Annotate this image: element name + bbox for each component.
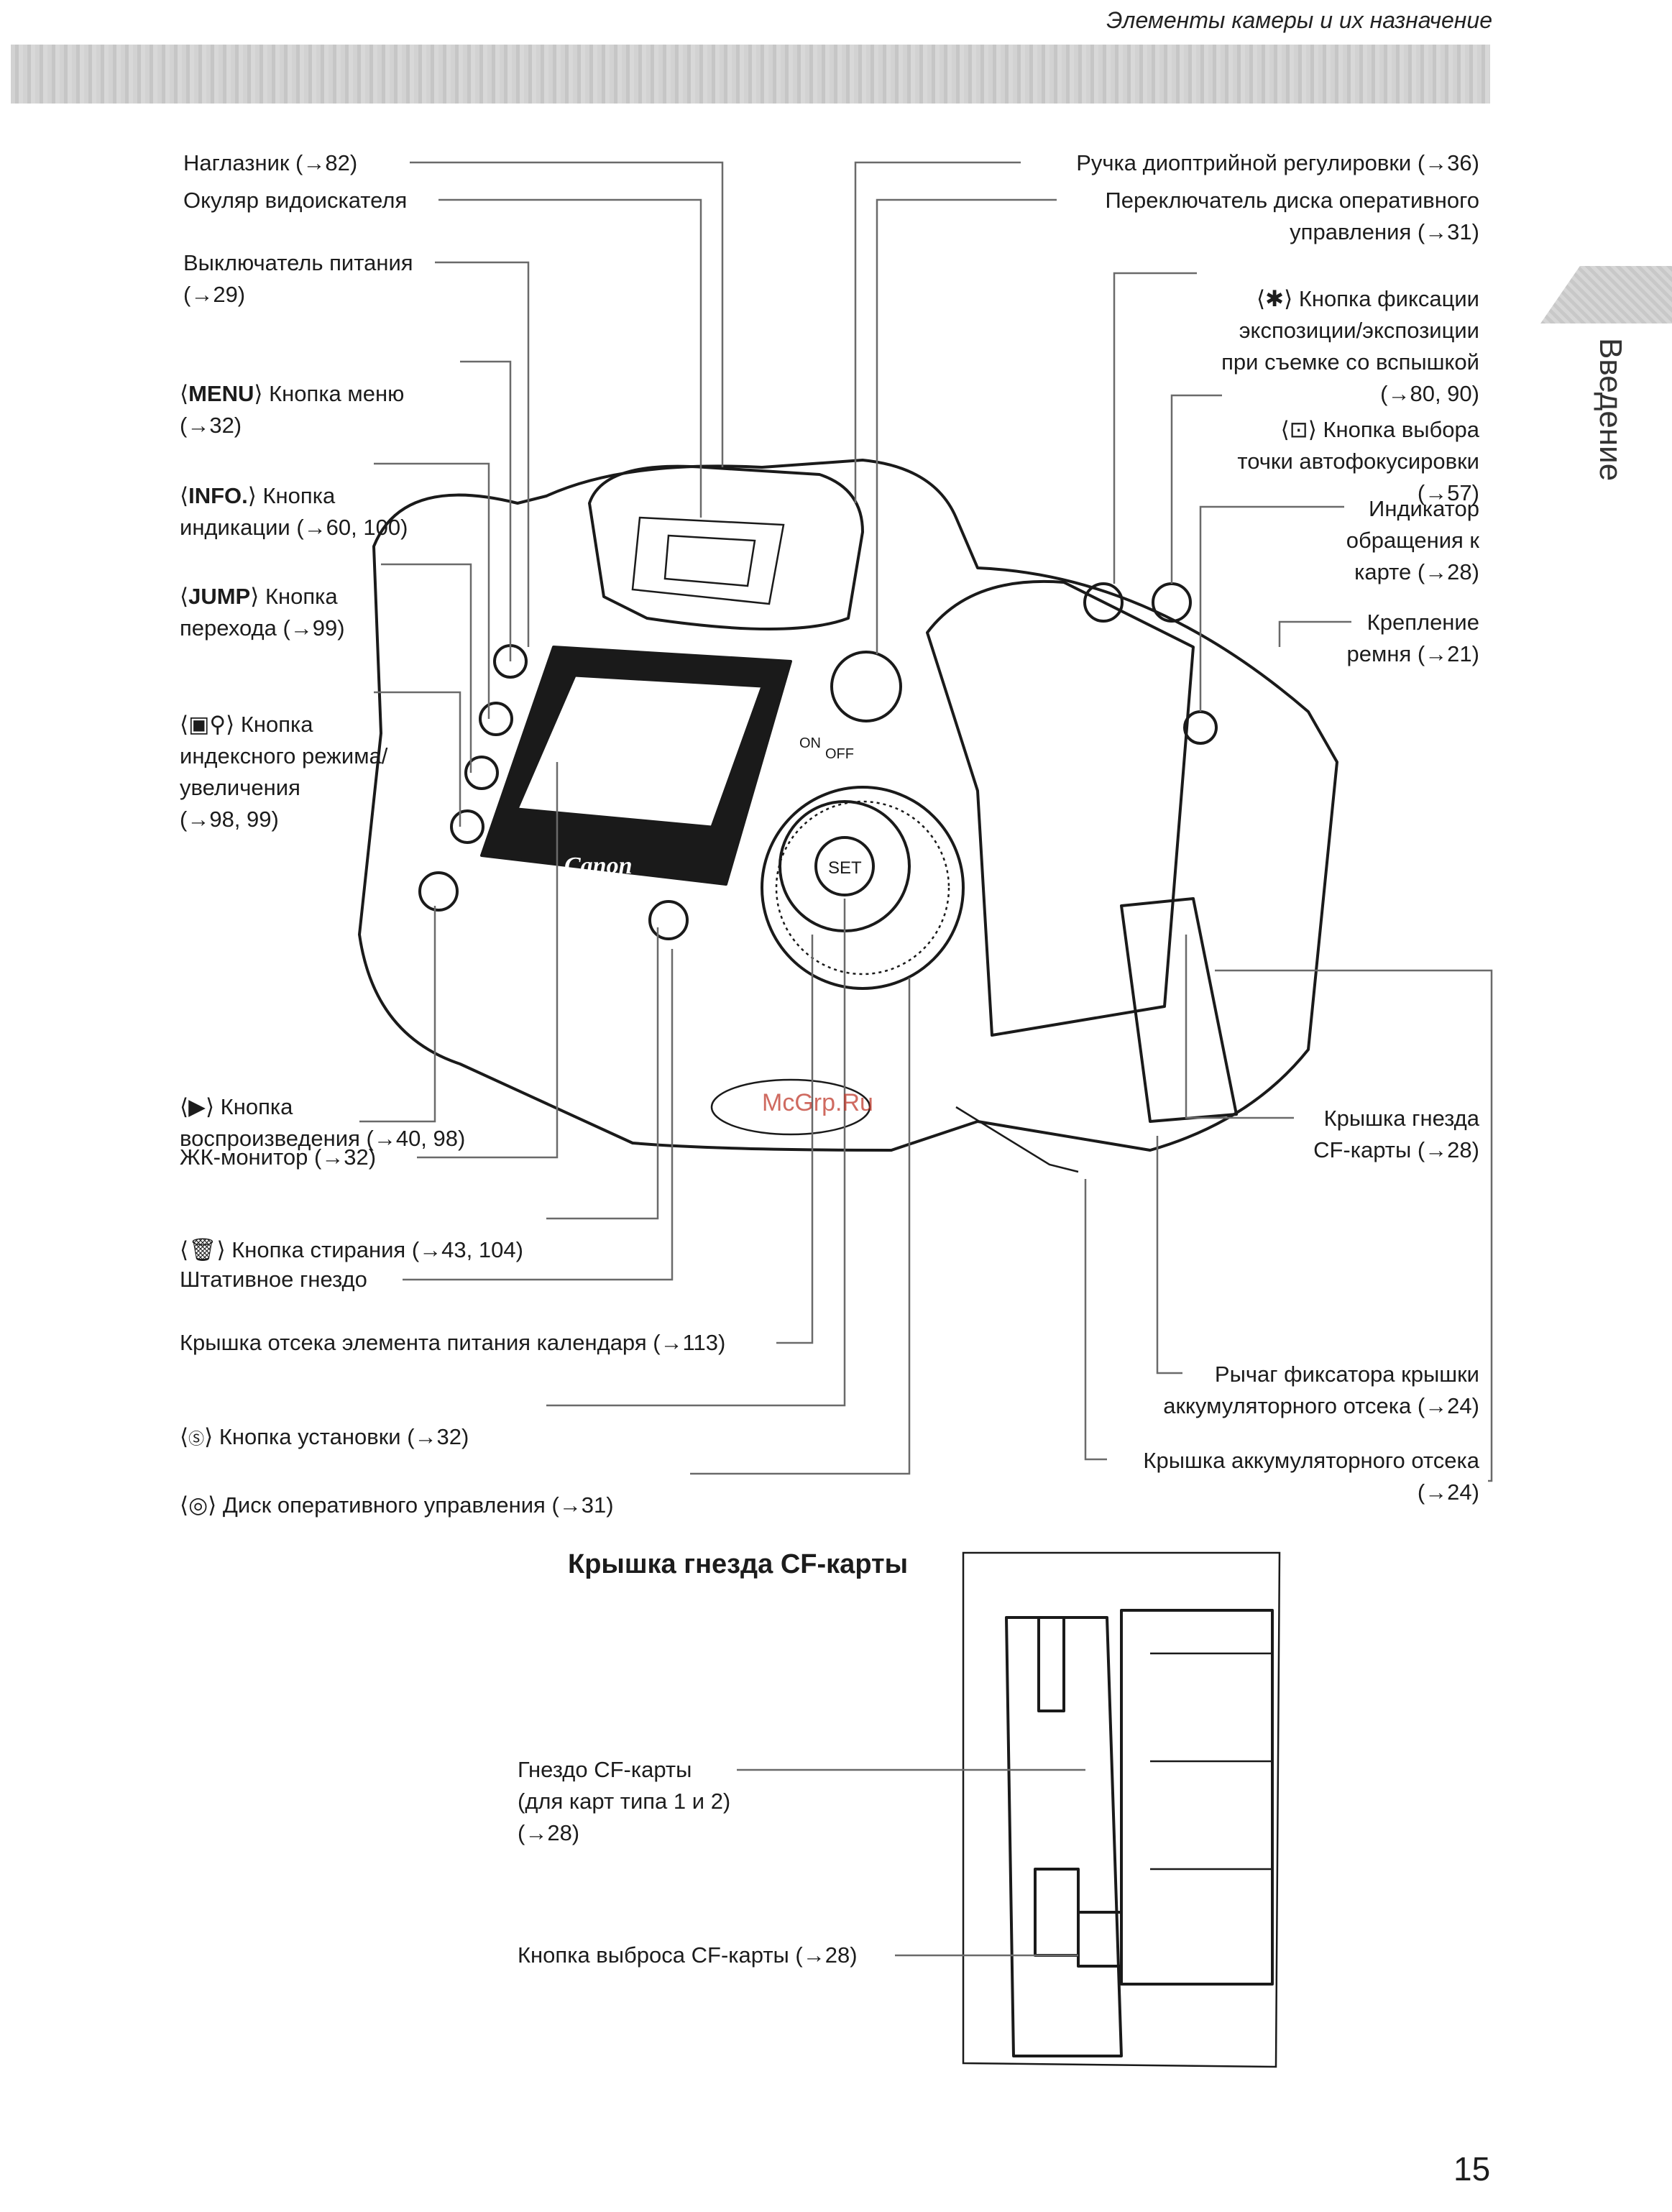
jump-desc: Кнопка перехода (→99) <box>180 584 345 641</box>
play-icon: ▶ <box>188 1094 206 1120</box>
af-point-desc: Кнопка выбора точки автофокусировки (→57… <box>1237 417 1479 505</box>
dial-desc: Диск оперативного управления (→31) <box>222 1492 614 1518</box>
label-power-switch: Выключатель питания (→29) <box>183 250 413 307</box>
label-erase-button: ⟨🗑⟩ Кнопка стирания (→43, 104) <box>180 1237 523 1263</box>
trash-icon: 🗑 <box>188 1237 217 1263</box>
label-eyepiece: Окуляр видоискателя <box>183 188 408 213</box>
ae-lock-desc: Кнопка фиксации экспозиции/экспозиции пр… <box>1221 286 1479 406</box>
label-calendar-battery: Крышка отсека элемента питания календаря… <box>180 1330 726 1355</box>
watermark: McGrp.Ru <box>762 1089 873 1116</box>
running-header: Элементы камеры и их назначение <box>1106 7 1492 33</box>
label-menu-button: ⟨MENU⟩ Кнопка меню (→32) <box>180 381 405 438</box>
set-desc: Кнопка установки (→32) <box>219 1424 469 1449</box>
label-dial-switch: Переключатель диска оперативного управле… <box>1105 188 1479 244</box>
label-ae-lock: ⟨✱⟩ Кнопка фиксации экспозиции/экспозици… <box>1221 286 1479 406</box>
label-strap-mount: Крепление ремня (→21) <box>1346 610 1479 666</box>
play-desc: Кнопка воспроизведения (→40, 98) <box>180 1094 466 1151</box>
jump-key: JUMP <box>188 584 251 609</box>
leader-lines <box>359 161 1493 1957</box>
label-index-button: ⟨▣⚲⟩ Кнопка индексного режима/ увеличени… <box>180 712 388 832</box>
off-mark: OFF <box>825 746 854 762</box>
menu-desc: Кнопка меню (→32) <box>180 381 405 438</box>
index-desc: Кнопка индексного режима/ увеличения (→9… <box>180 712 388 832</box>
dial-icon: ◎ <box>188 1492 208 1518</box>
index-zoom-icon: ▣⚲ <box>188 712 226 738</box>
label-set-button: ⟨Ⓢ⟩ Кнопка установки (→32) <box>180 1424 469 1449</box>
label-info-button: ⟨INFO.⟩ Кнопка индикации (→60, 100) <box>180 483 408 540</box>
label-cf-eject: Кнопка выброса CF-карты (→28) <box>518 1942 858 1968</box>
label-cf-slot: Гнездо CF-карты (для карт типа 1 и 2) (→… <box>518 1757 731 1845</box>
label-diopter: Ручка диоптрийной регулировки (→36) <box>1076 150 1479 175</box>
label-battery-cover: Крышка аккумуляторного отсека (→24) <box>1143 1448 1479 1505</box>
label-eyecup: Наглазник (→82) <box>183 150 358 175</box>
label-lcd-monitor: ЖК-монитор (→32) <box>180 1144 377 1170</box>
on-mark: ON <box>799 735 821 751</box>
label-tripod-socket: Штативное гнездо <box>180 1267 367 1292</box>
header-band <box>11 45 1490 104</box>
set-icon: Ⓢ <box>188 1431 205 1449</box>
info-key: INFO. <box>188 483 248 508</box>
cf-section-title: Крышка гнезда CF-карты <box>568 1549 909 1579</box>
cf-slot-illustration <box>962 1551 1281 2068</box>
camera-illustration <box>358 459 1338 1173</box>
info-desc: Кнопка индикации (→60, 100) <box>180 483 408 540</box>
label-cf-cover: Крышка гнезда CF-карты (→28) <box>1313 1106 1479 1162</box>
erase-desc: Кнопка стирания (→43, 104) <box>231 1237 523 1262</box>
page-number: 15 <box>1453 2150 1491 2188</box>
label-jump-button: ⟨JUMP⟩ Кнопка перехода (→99) <box>180 584 345 641</box>
af-point-icon: ⊡ <box>1289 417 1308 443</box>
label-play-button: ⟨▶⟩ Кнопка воспроизведения (→40, 98) <box>180 1094 466 1151</box>
ae-lock-icon: ✱ <box>1265 286 1285 312</box>
label-af-point: ⟨⊡⟩ Кнопка выбора точки автофокусировки … <box>1237 417 1479 505</box>
brand-logo: Canon <box>564 853 633 879</box>
menu-key: MENU <box>188 381 254 406</box>
set-mark: SET <box>828 858 862 878</box>
label-access-lamp: Индикатор обращения к карте (→28) <box>1346 496 1479 584</box>
label-quick-dial: ⟨◎⟩ Диск оперативного управления (→31) <box>180 1492 614 1518</box>
label-battery-lever: Рычаг фиксатора крышки аккумуляторного о… <box>1163 1362 1479 1418</box>
